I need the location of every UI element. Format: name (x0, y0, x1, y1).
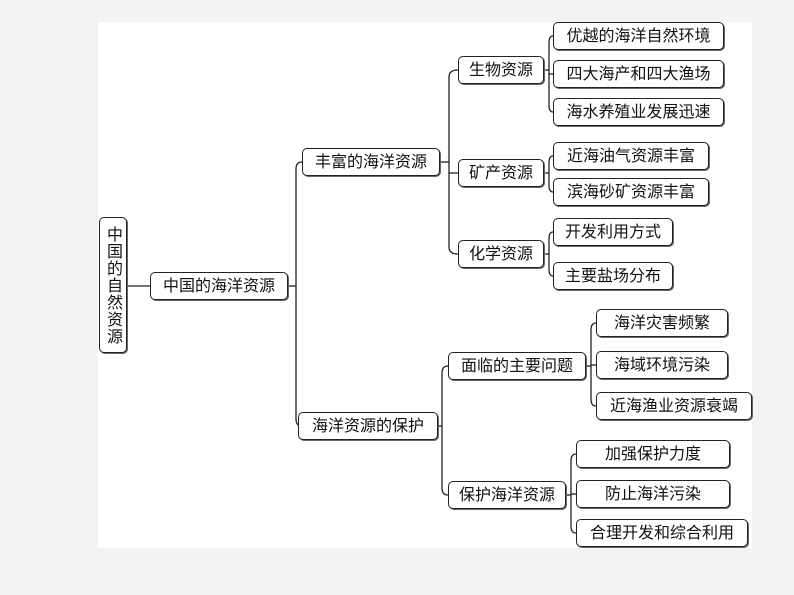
connector-line (548, 231, 554, 277)
leaf-item: 开发利用方式 (553, 218, 673, 246)
leaf-item: 海域环境污染 (596, 351, 728, 379)
group-biological: 生物资源 (458, 56, 544, 84)
leaf-item: 合理开发和综合利用 (576, 519, 748, 547)
leaf-item: 优越的海洋自然环境 (553, 22, 724, 50)
leaf-item: 近海油气资源丰富 (553, 142, 709, 170)
leaf-item: 近海渔业资源衰竭 (596, 392, 752, 420)
connector-line (441, 365, 449, 496)
branch-rich-resources: 丰富的海洋资源 (302, 148, 440, 176)
root-node: 中国的自然资源 (99, 217, 127, 353)
group-problems: 面临的主要问题 (448, 352, 586, 380)
group-mineral: 矿产资源 (458, 159, 544, 187)
level1-node: 中国的海洋资源 (150, 272, 288, 300)
group-chemical: 化学资源 (458, 240, 544, 268)
leaf-item: 防止海洋污染 (576, 480, 730, 508)
leaf-item: 主要盐场分布 (553, 262, 673, 290)
connector-line (448, 69, 459, 255)
leaf-item: 四大海产和四大渔场 (553, 60, 724, 88)
branch-protection: 海洋资源的保护 (298, 412, 438, 440)
connector-line (548, 155, 554, 193)
group-protect: 保护海洋资源 (448, 481, 566, 509)
leaf-item: 海洋灾害频繁 (596, 309, 728, 337)
connector-line (295, 161, 303, 427)
leaf-item: 加强保护力度 (576, 440, 730, 468)
leaf-item: 海水养殖业发展迅速 (553, 98, 724, 126)
leaf-item: 滨海砂矿资源丰富 (553, 178, 709, 206)
